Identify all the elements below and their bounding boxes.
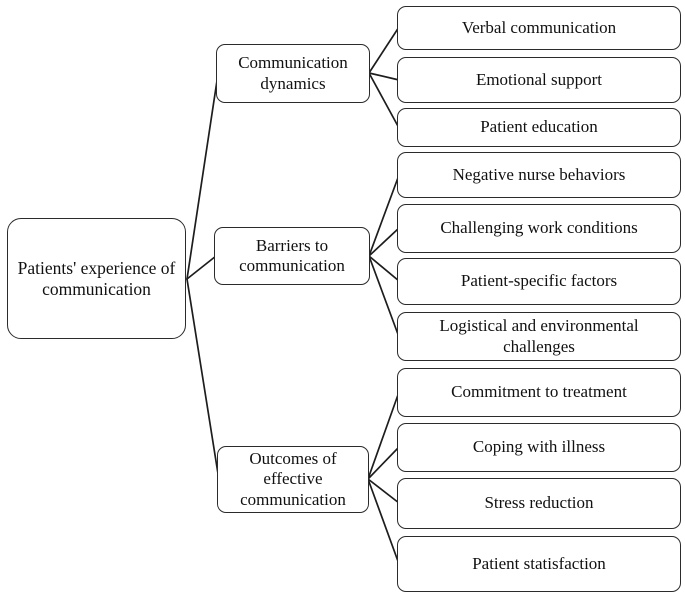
node-leaf-commitment-to-treatment: Commitment to treatment bbox=[397, 368, 681, 417]
connector-line bbox=[186, 73, 219, 280]
connector-line bbox=[367, 391, 400, 480]
node-leaf-challenging-work-conditions: Challenging work conditions bbox=[397, 204, 681, 253]
connector-line bbox=[367, 446, 400, 480]
connector-line bbox=[368, 255, 400, 282]
node-leaf-coping-with-illness: Coping with illness bbox=[397, 423, 681, 472]
node-root-patients-experience: Patients' experience of communication bbox=[7, 218, 186, 339]
connector-line bbox=[367, 478, 400, 504]
connector-line bbox=[368, 72, 400, 129]
node-branch-outcomes-effective-communication: Outcomes of effective communication bbox=[217, 446, 369, 513]
node-leaf-emotional-support: Emotional support bbox=[397, 57, 681, 103]
connector-line bbox=[186, 255, 217, 280]
node-leaf-verbal-communication: Verbal communication bbox=[397, 6, 681, 50]
connector-line bbox=[368, 255, 400, 338]
connector-line bbox=[368, 72, 400, 81]
node-leaf-logistical-environmental-challenges: Logistical and environmental challenges bbox=[397, 312, 681, 361]
connector-line bbox=[186, 278, 220, 481]
node-leaf-patient-specific-factors: Patient-specific factors bbox=[397, 258, 681, 305]
node-leaf-stress-reduction: Stress reduction bbox=[397, 478, 681, 529]
node-branch-communication-dynamics: Communication dynamics bbox=[216, 44, 370, 103]
node-leaf-patient-education: Patient education bbox=[397, 108, 681, 147]
connector-line bbox=[368, 26, 400, 74]
node-leaf-negative-nurse-behaviors: Negative nurse behaviors bbox=[397, 152, 681, 198]
node-branch-barriers-to-communication: Barriers to communication bbox=[214, 227, 370, 285]
connector-line bbox=[367, 478, 400, 565]
node-leaf-patient-statisfaction: Patient statisfaction bbox=[397, 536, 681, 592]
connector-line bbox=[368, 227, 400, 257]
connector-line bbox=[368, 174, 400, 257]
